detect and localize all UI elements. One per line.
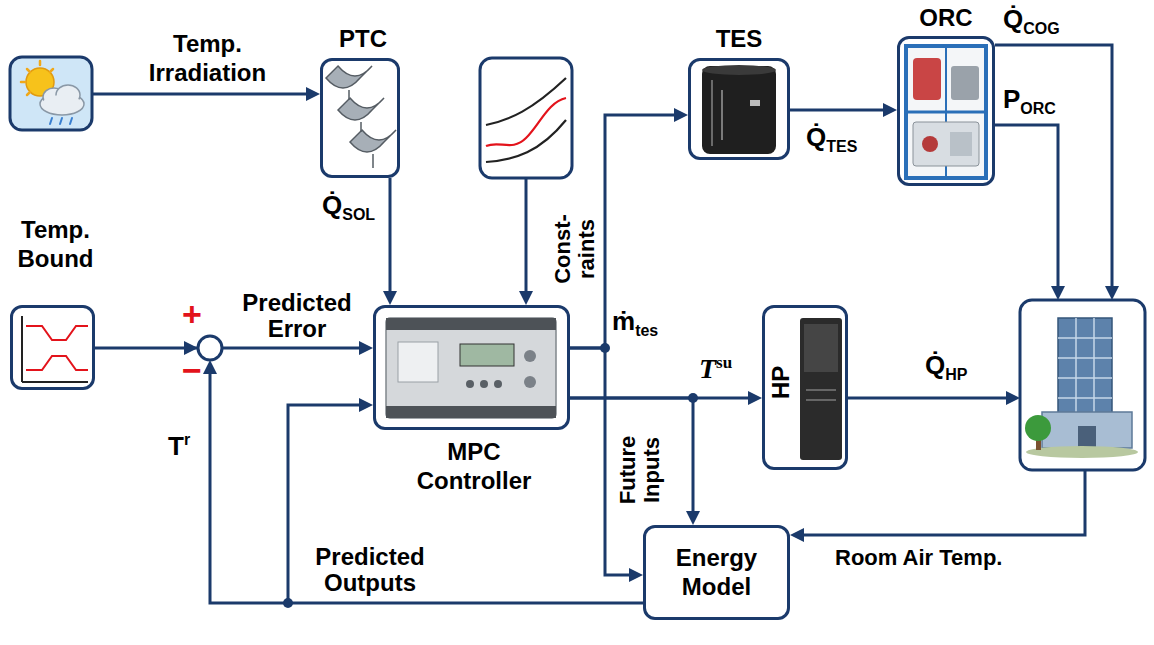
connector-line: [570, 348, 693, 575]
node-title-holder: HP: [767, 352, 796, 412]
weather-icon: [21, 61, 84, 124]
signal-label: Q̇COG: [1003, 4, 1060, 38]
edge-label-holder: Predicted Outputs: [300, 544, 440, 596]
connector-line: [790, 109, 889, 112]
signal-connector: [383, 178, 397, 305]
arrowhead: [629, 568, 643, 582]
node-title-holder: PTC: [303, 25, 423, 54]
node-title: TES: [679, 25, 799, 54]
node-title-holder: Temp. Bound: [3, 216, 108, 274]
signal-label: Tr: [168, 430, 190, 462]
node-title: HP: [767, 352, 796, 412]
connector-line: [389, 178, 392, 297]
signal-label-holder: Room Air Temp.: [835, 545, 1002, 571]
connector-line: [210, 368, 643, 603]
node-title: ORC: [886, 4, 1006, 33]
arrowhead: [686, 511, 700, 525]
model-node: Energy Model: [643, 525, 790, 620]
arrowhead: [674, 108, 688, 122]
constraints-box: [480, 58, 572, 178]
signal-label-holder: Temp. Irradiation: [140, 30, 275, 88]
signal-label-holder: Q̇COG: [1003, 4, 1060, 38]
arrowhead: [203, 360, 217, 374]
signal-label-holder: Tr: [168, 430, 190, 462]
edge-label: ṁtes: [612, 306, 658, 340]
collector-node: PTC: [320, 58, 400, 178]
edge-label-holder: ṁtes: [612, 306, 658, 340]
controller-device: [386, 318, 556, 418]
edge-label: Q̇SOL: [322, 190, 375, 224]
edge-label: Tsu: [699, 352, 732, 386]
signal-label: Temp. Irradiation: [140, 30, 275, 88]
arrowhead: [359, 398, 373, 412]
orc-node: ORC: [897, 36, 995, 186]
signal-label: PORC: [1003, 84, 1056, 118]
connector-line: [95, 347, 365, 350]
node-title-holder: MPC Controller: [404, 438, 544, 496]
building-box: [1020, 300, 1145, 470]
arrowhead: [748, 391, 762, 405]
arrowhead: [383, 291, 397, 305]
node-title: Temp. Bound: [3, 216, 108, 274]
plain-wires: [92, 45, 1112, 535]
node-title: MPC Controller: [404, 438, 544, 496]
trough-collectors: [326, 66, 396, 168]
sign-symbol: +: [182, 294, 202, 335]
edge-label-holder: Predicted Error: [232, 290, 362, 342]
signal-label: Q̇HP: [925, 350, 967, 384]
orc-unit: [906, 46, 986, 178]
heat-pump-unit: [800, 318, 842, 460]
signal-label-holder: Q̇HP: [925, 350, 967, 384]
storage-tank: [702, 65, 776, 154]
sign-symbol-holder: −: [182, 350, 202, 391]
edge-label: Q̇TES: [806, 122, 857, 156]
edge-label-holder: Q̇SOL: [322, 190, 375, 224]
building-icon: [1025, 318, 1138, 458]
sign-symbol-holder: +: [182, 294, 202, 335]
storage-node: TES: [688, 58, 790, 160]
heat-pump-node: HP: [762, 305, 848, 470]
edge-label-holder: Tsu: [699, 352, 732, 386]
node-title-holder: TES: [679, 25, 799, 54]
signal-connector: [790, 103, 897, 117]
signal-label-holder: PORC: [1003, 84, 1056, 118]
edge-label-holder: Q̇TES: [806, 122, 857, 156]
node-title-holder: ORC: [886, 4, 1006, 33]
edge-label-holder: Future Inputs: [616, 420, 664, 520]
edge-label: Predicted Outputs: [300, 544, 440, 596]
weather-box: [10, 57, 92, 130]
bound-chart: [22, 316, 88, 382]
node-title: PTC: [303, 25, 423, 54]
signal-label: Room Air Temp.: [835, 545, 1002, 571]
controller-node: MPC Controller: [373, 305, 570, 430]
junction-dots: [283, 343, 698, 608]
arrowhead: [883, 103, 897, 117]
signal-label-holder: Const- raints: [551, 204, 599, 294]
signal-label: Const- raints: [551, 204, 599, 294]
edge-label: Future Inputs: [616, 420, 664, 520]
sign-symbol: −: [182, 350, 202, 391]
signal-connector: [95, 341, 373, 355]
wire-arrowheads: [184, 87, 1119, 542]
constraint-curves: [486, 78, 566, 162]
arrowhead: [359, 341, 373, 355]
signal-connector: [203, 360, 643, 603]
bound-node: Temp. Bound: [10, 305, 95, 390]
node-title: Energy Model: [657, 544, 777, 602]
edge-label: Predicted Error: [232, 290, 362, 342]
